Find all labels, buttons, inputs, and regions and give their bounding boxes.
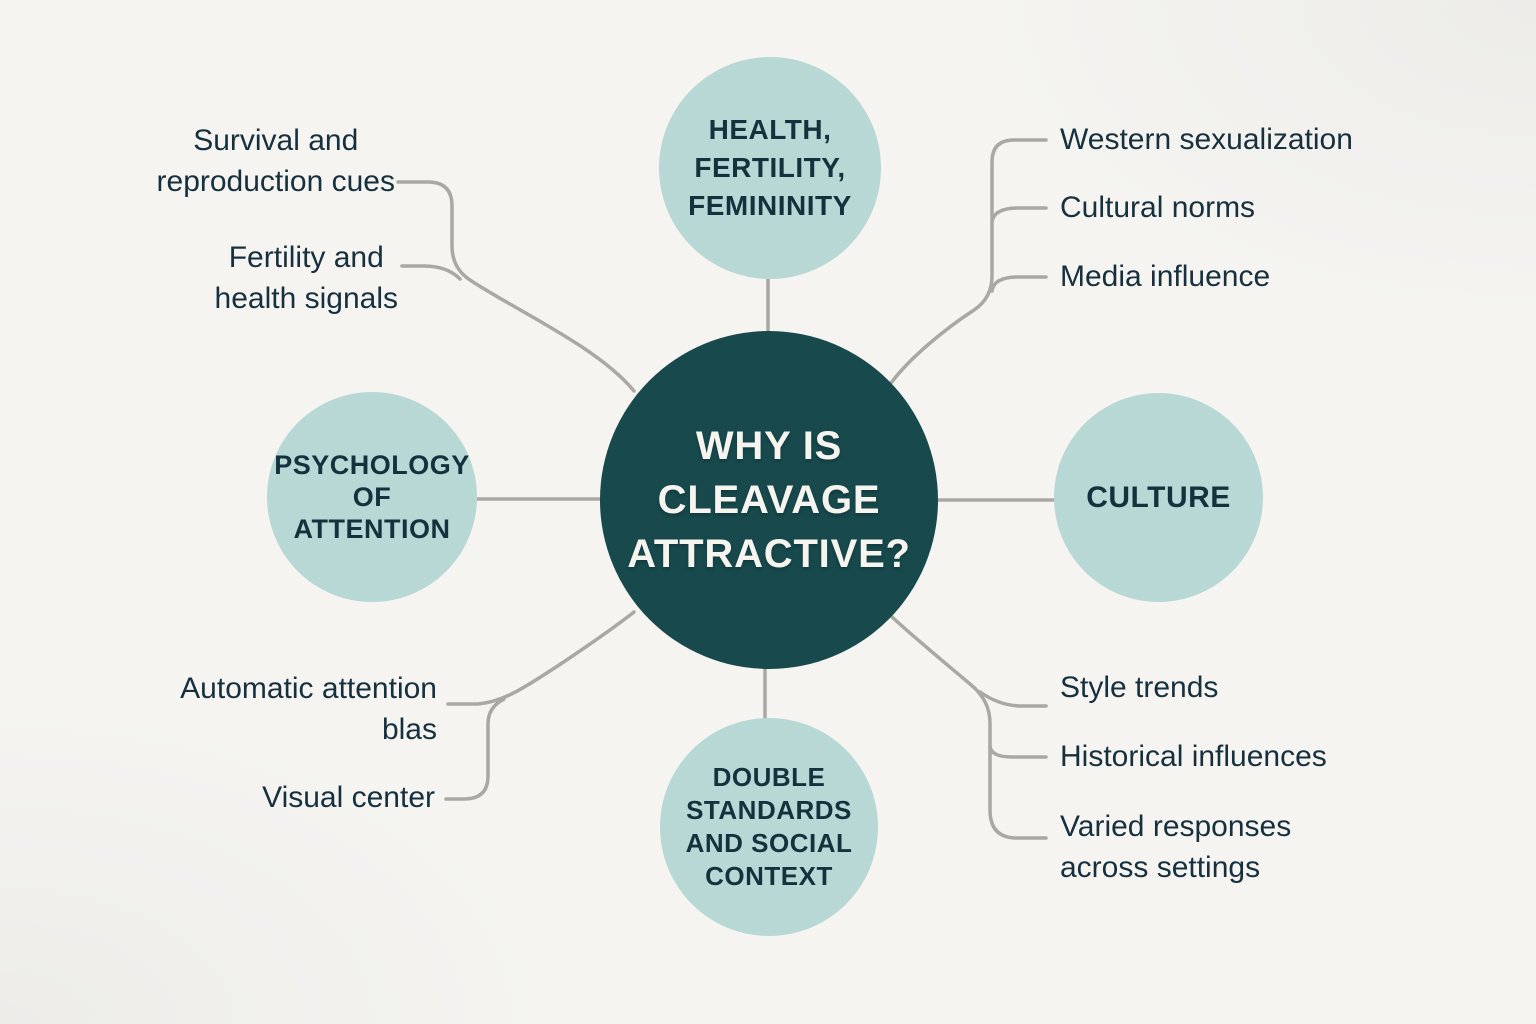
connector-branch-fertility [400,264,462,281]
center-node: WHY IS CLEAVAGE ATTRACTIVE? [600,331,938,669]
node-culture-label: CULTURE [1086,480,1231,514]
connector-branch-cultural-norms [990,206,1048,224]
connector-branch-automatic-attention [446,610,636,706]
center-node-label: WHY IS CLEAVAGE ATTRACTIVE? [627,424,911,576]
node-double-standards-social-context: DOUBLE STANDARDS AND SOCIAL CONTEXT [660,718,878,936]
annotation-visual-center: Visual center [262,781,435,814]
node-psychology-of-attention: PSYCHOLOGY OF ATTENTION [267,392,477,602]
annotation-western-sexualization: Western sexualization [1060,123,1353,156]
annotation-media-influence: Media influence [1060,260,1271,293]
annotation-style-trends: Style trends [1060,671,1219,704]
connector-branch-visual-center [444,697,506,801]
connector-branch-varied-responses [889,614,1048,840]
node-psychology-label: PSYCHOLOGY OF ATTENTION [274,450,470,544]
connector-branch-historical-influences [988,744,1048,759]
node-double-standards-label: DOUBLE STANDARDS AND SOCIAL CONTEXT [685,762,853,891]
connector-branch-media-influence [990,275,1048,293]
node-health-label: HEALTH, FERTILITY, FEMININITY [688,114,852,221]
connector-branch-style-trends [978,690,1048,708]
annotation-varied-responses: Varied responses across settings [1060,810,1292,884]
connector-branch-survival [396,180,636,393]
annotation-fertility-health-signals: Fertility and health signals [214,241,398,315]
annotation-cultural-norms: Cultural norms [1060,191,1256,224]
node-health-fertility-femininity: HEALTH, FERTILITY, FEMININITY [659,57,881,279]
annotation-automatic-attention-bias: Automatic attention blas [180,672,437,746]
connector-branch-western-sexualization [889,138,1048,385]
node-culture: CULTURE [1054,393,1263,602]
annotation-historical-influences: Historical influences [1060,740,1327,773]
annotation-survival-reproduction-cues: Survival and reproduction cues [156,124,395,198]
